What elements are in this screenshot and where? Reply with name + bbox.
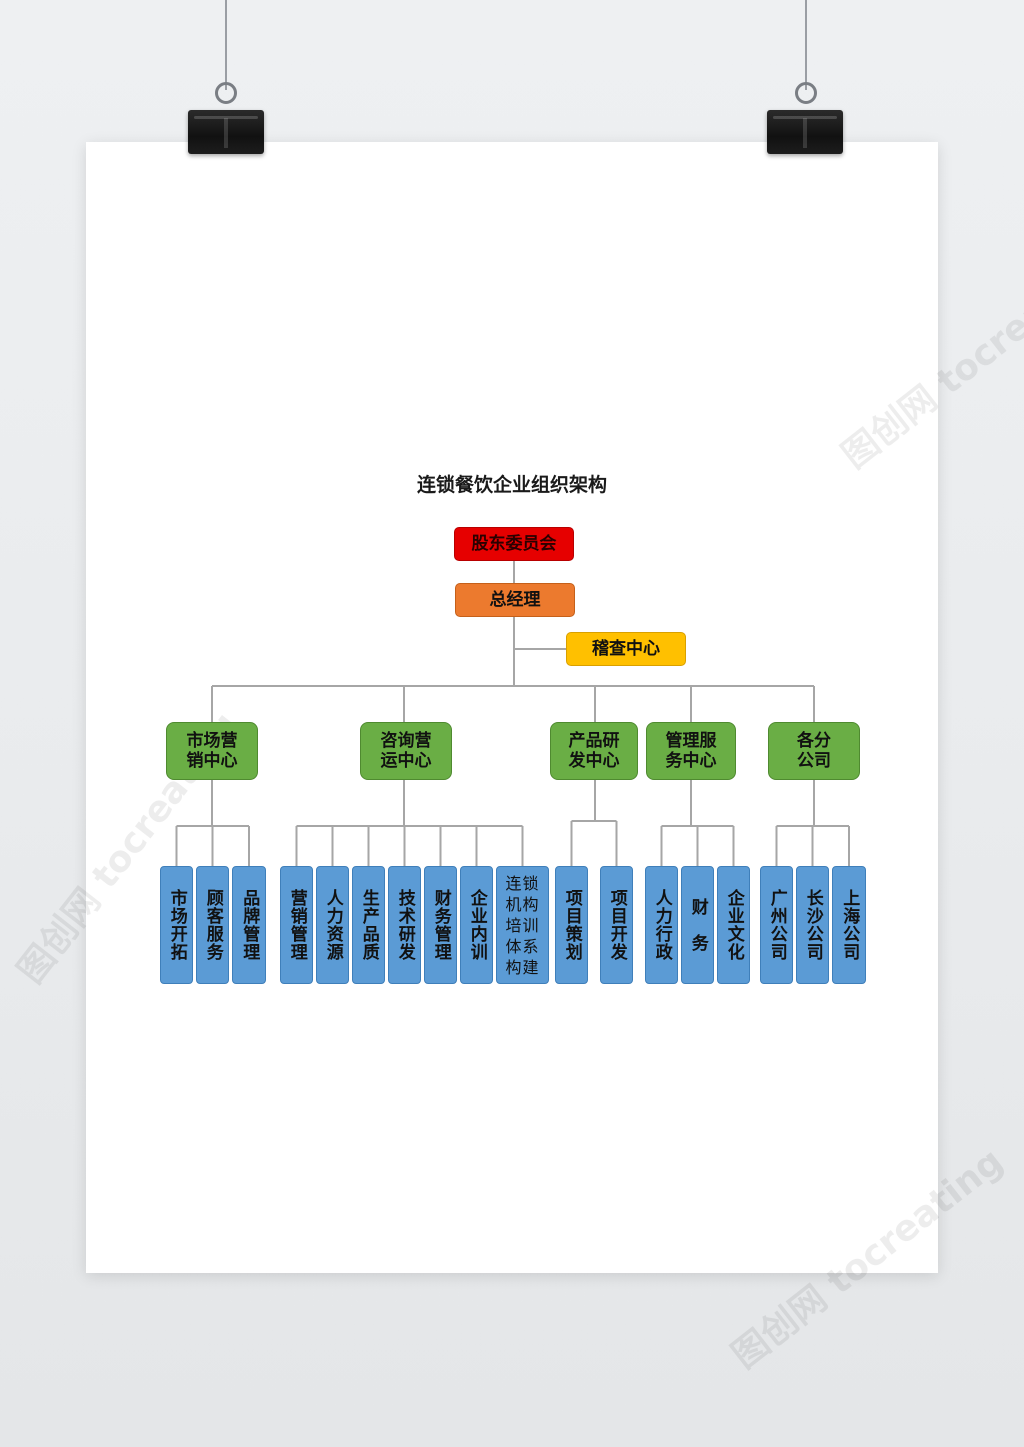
clip-ring-right-icon (795, 82, 817, 104)
department-box-2: 顾客服务 (196, 866, 229, 984)
department-box-12: 项目开发 (600, 866, 633, 984)
department-box-17: 长沙公司 (796, 866, 829, 984)
department-box-6: 生产品质 (352, 866, 385, 984)
clip-ring-left-icon (215, 82, 237, 104)
department-box-5: 人力资源 (316, 866, 349, 984)
hanging-wire-left (225, 0, 227, 90)
department-box-9: 企业内训 (460, 866, 493, 984)
department-box-11: 项目策划 (555, 866, 588, 984)
center-box-1: 市场营 销中心 (166, 722, 258, 780)
department-box-10: 连锁 机构 培训 体系 构建 (496, 866, 549, 984)
poster-paper (86, 142, 938, 1273)
department-box-1: 市场开拓 (160, 866, 193, 984)
department-box-13: 人力行政 (645, 866, 678, 984)
department-box-4: 营销管理 (280, 866, 313, 984)
department-box-8: 财务管理 (424, 866, 457, 984)
center-box-4: 管理服 务中心 (646, 722, 736, 780)
department-box-15: 企业文化 (717, 866, 750, 984)
department-box-18: 上海公司 (832, 866, 866, 984)
center-box-3: 产品研 发中心 (550, 722, 638, 780)
center-box-5: 各分 公司 (768, 722, 860, 780)
shareholder-committee-box: 股东委员会 (454, 527, 574, 561)
department-box-7: 技术研发 (388, 866, 421, 984)
chart-title: 连锁餐饮企业组织架构 (416, 474, 607, 496)
hanging-wire-right (805, 0, 807, 90)
department-box-3: 品牌管理 (232, 866, 266, 984)
binder-clip-left-icon (188, 110, 264, 154)
general-manager-box: 总经理 (455, 583, 575, 617)
binder-clip-right-icon (767, 110, 843, 154)
department-box-14: 财 务 (681, 866, 714, 984)
center-box-2: 咨询营 运中心 (360, 722, 452, 780)
department-box-16: 广州公司 (760, 866, 793, 984)
audit-center-box: 稽查中心 (566, 632, 686, 666)
